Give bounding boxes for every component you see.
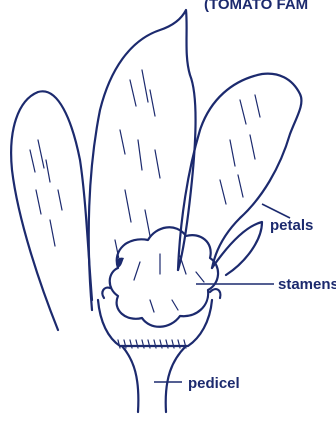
- stamens: [110, 227, 218, 326]
- calyx: [98, 288, 220, 348]
- stamens-label: stamens: [278, 276, 336, 293]
- header-fragment: (TOMATO FAM: [204, 0, 308, 13]
- pedicel-stalk: [122, 346, 186, 412]
- petal-right: [178, 74, 301, 270]
- petal-center: [89, 10, 196, 310]
- petals-leader: [262, 204, 290, 218]
- petal-left: [11, 91, 92, 330]
- petals-label: petals: [270, 217, 313, 234]
- pedicel-label: pedicel: [188, 375, 240, 392]
